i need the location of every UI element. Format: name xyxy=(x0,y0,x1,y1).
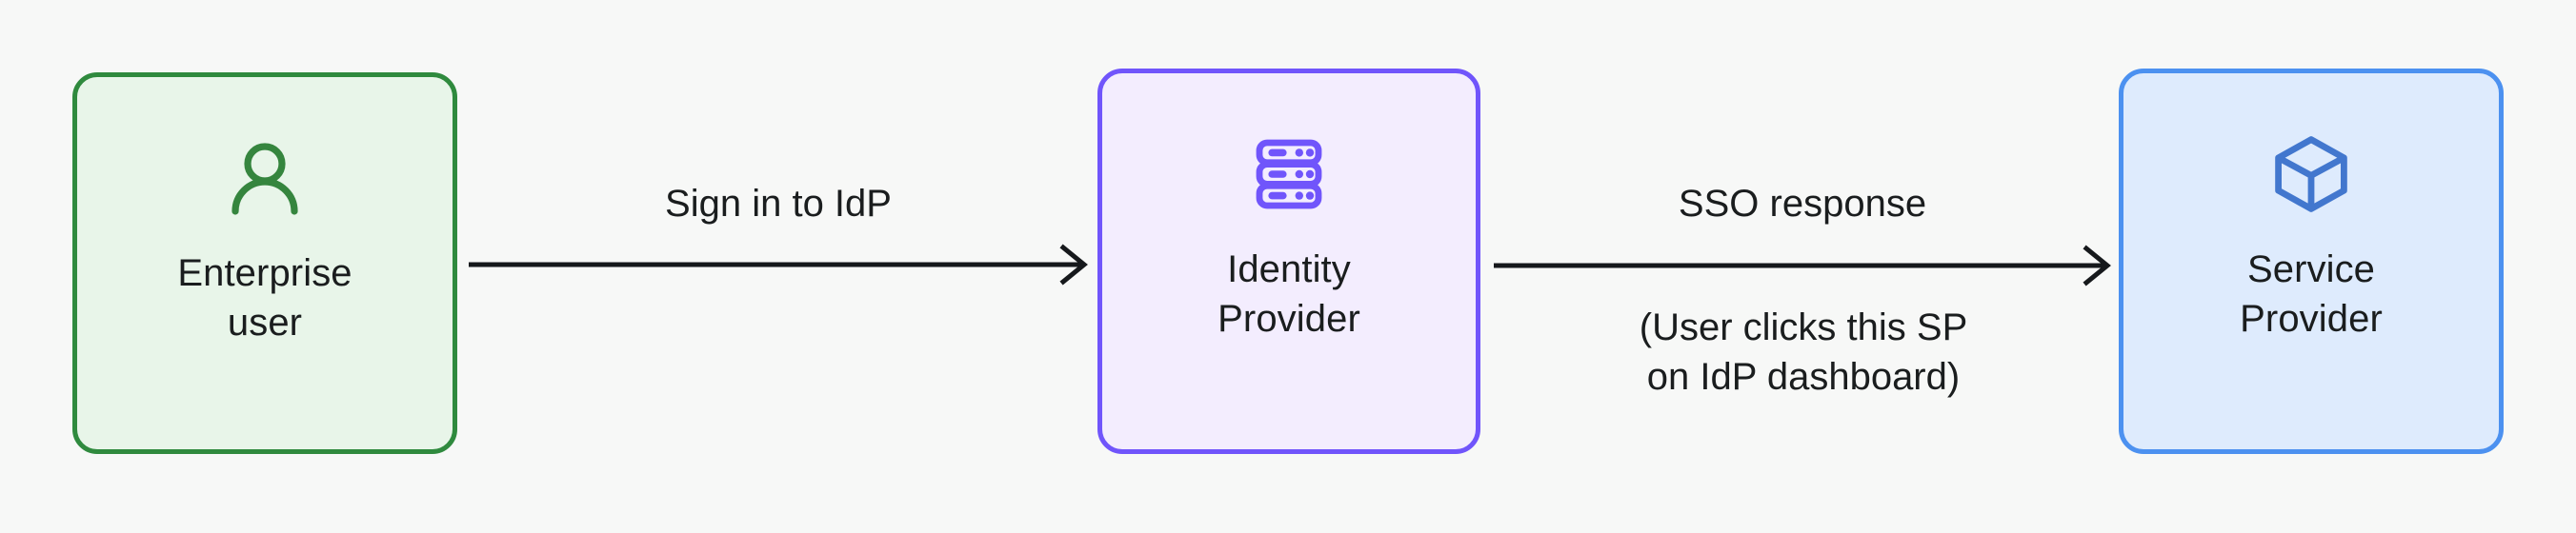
person-icon xyxy=(219,132,311,224)
node-label-identity-provider: Identity Provider xyxy=(1218,248,1360,340)
server-rack-icon xyxy=(1243,128,1335,220)
node-label-service-provider: Service Provider xyxy=(2240,248,2383,340)
edge-label-sign-in-to-idp: Sign in to IdP xyxy=(665,183,892,225)
edge-note-user-clicks-sp: (User clicks this SP on IdP dashboard) xyxy=(1639,306,1968,398)
node-label-enterprise-user: Enterprise user xyxy=(177,252,352,344)
edge-label-sso-response: SSO response xyxy=(1678,183,1927,225)
node-enterprise-user[interactable]: Enterprise user xyxy=(72,72,457,454)
node-identity-provider[interactable]: Identity Provider xyxy=(1097,69,1480,454)
arrow-enterprise-user-to-identity-provider xyxy=(469,244,1088,286)
cube-icon xyxy=(2265,128,2357,220)
node-service-provider[interactable]: Service Provider xyxy=(2119,69,2504,454)
